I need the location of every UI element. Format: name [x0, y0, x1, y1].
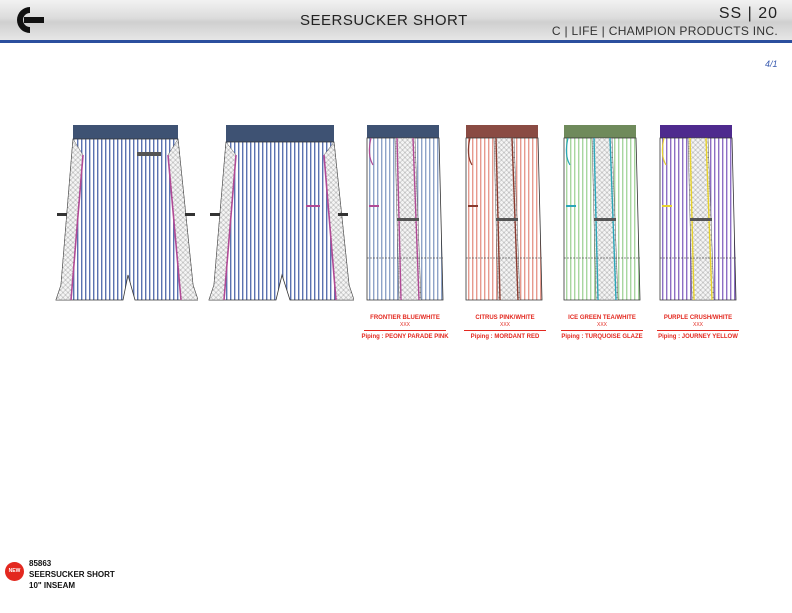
colorway-piping: Piping : JOURNEY YELLOW	[658, 334, 738, 340]
colorway-sketch	[366, 125, 444, 301]
page-number: 4/1	[765, 59, 778, 69]
short-front-sketch	[55, 125, 198, 301]
caption-divider	[561, 330, 643, 331]
colorway-code: XXX	[596, 322, 607, 328]
caption-divider	[464, 330, 546, 331]
colorway-sketch	[563, 125, 641, 301]
short-back-sketch	[208, 125, 354, 301]
header-rule	[0, 40, 792, 43]
style-name: SEERSUCKER SHORT	[29, 570, 115, 579]
colorway-name: FRONTIER BLUE/WHITE	[370, 315, 440, 321]
colorway-code: XXX	[399, 322, 410, 328]
style-info: 85863 SEERSUCKER SHORT 10" INSEAM	[29, 558, 115, 591]
colorway-sketch	[465, 125, 543, 301]
colorway-name: PURPLE CRUSH/WHITE	[663, 315, 733, 321]
colorway-code: XXX	[692, 322, 703, 328]
colorway-sketch	[659, 125, 737, 301]
new-badge: NEW	[5, 562, 24, 581]
colorway-name: ICE GREEN TEA/WHITE	[568, 315, 636, 321]
season-label: SS | 20	[718, 5, 778, 22]
company-label: C | LIFE | CHAMPION PRODUCTS INC.	[551, 24, 778, 38]
style-inseam: 10" INSEAM	[29, 581, 76, 590]
champion-logo-icon	[17, 7, 44, 33]
caption-divider	[364, 330, 446, 331]
colorway-name: CITRUS PINK/WHITE	[475, 315, 535, 321]
header-bar	[0, 0, 792, 40]
colorway-piping: Piping : MORDANT RED	[470, 334, 540, 340]
colorway-piping: Piping : TURQUOISE GLAZE	[561, 334, 643, 340]
colorway-piping: Piping : PEONY PARADE PINK	[361, 334, 449, 340]
page-title: SEERSUCKER SHORT	[300, 12, 468, 29]
colorway-code: XXX	[499, 322, 510, 328]
style-number: 85863	[29, 559, 52, 568]
caption-divider	[657, 330, 739, 331]
